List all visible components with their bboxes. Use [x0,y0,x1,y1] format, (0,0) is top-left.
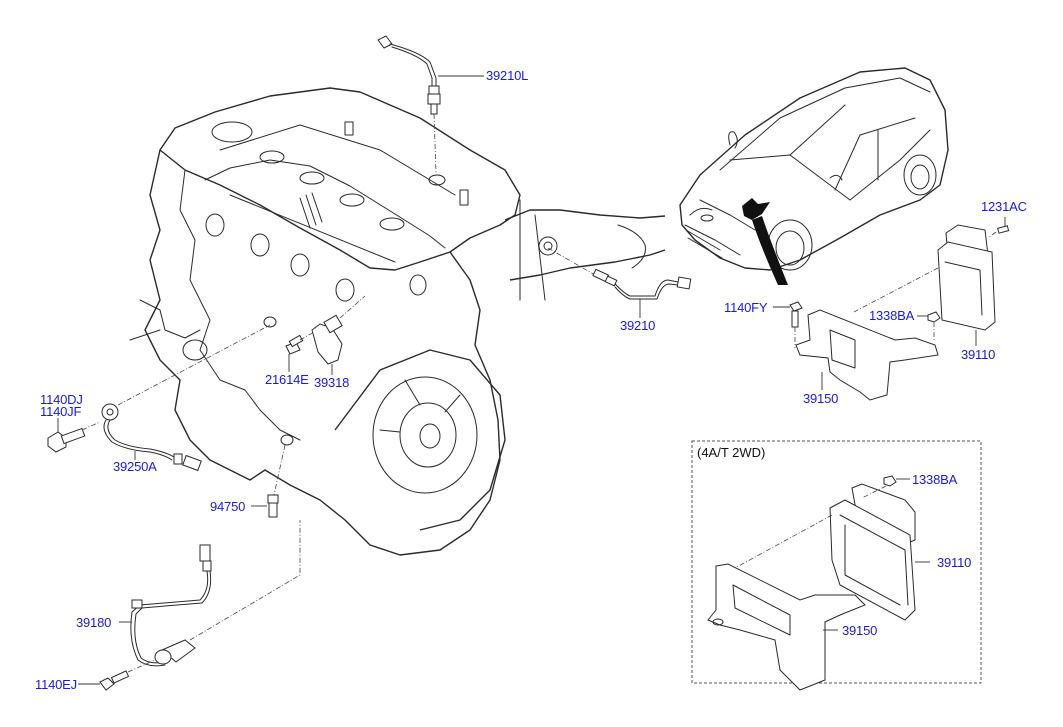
ecu-main-part [773,217,1010,401]
part-label-1140JF[interactable]: 1140JF [40,404,82,419]
engine-assembly [129,87,666,556]
part-label-1140EJ[interactable]: 1140EJ [35,677,77,692]
part-label-1338BA-main[interactable]: 1338BA [869,308,915,323]
part-label-1338BA-variant[interactable]: 1338BA [912,472,958,487]
vehicle-location-illustration [679,67,949,285]
camshaft-position-sensor-part [285,295,366,375]
part-label-39250A[interactable]: 39250A [113,459,157,474]
part-label-39210L[interactable]: 39210L [486,68,529,83]
part-label-39180[interactable]: 39180 [76,615,112,630]
part-label-21614E[interactable]: 21614E [265,372,309,387]
variant-box-title: (4A/T 2WD) [697,445,766,460]
ecu-variant-part [707,475,930,691]
oxygen-sensor-upper-part [377,35,484,173]
part-label-39210[interactable]: 39210 [620,318,656,333]
knock-sensor-part [47,324,271,472]
crankshaft-position-sensor-part [78,520,301,691]
part-label-94750[interactable]: 94750 [210,499,246,514]
part-label-1140DJ[interactable]: 1140DJ [40,392,83,407]
part-label-39150-variant[interactable]: 39150 [842,623,878,638]
oil-pressure-switch-part [251,444,286,518]
part-label-39110-variant[interactable]: 39110 [937,555,972,570]
variant-box-frame [691,440,982,684]
part-label-39150-main[interactable]: 39150 [803,391,839,406]
part-label-39110-main[interactable]: 39110 [961,347,996,362]
part-label-1231AC[interactable]: 1231AC [981,199,1027,214]
part-label-1140FY[interactable]: 1140FY [724,300,768,315]
part-label-39318[interactable]: 39318 [314,375,350,390]
oxygen-sensor-lower-part [547,247,692,318]
